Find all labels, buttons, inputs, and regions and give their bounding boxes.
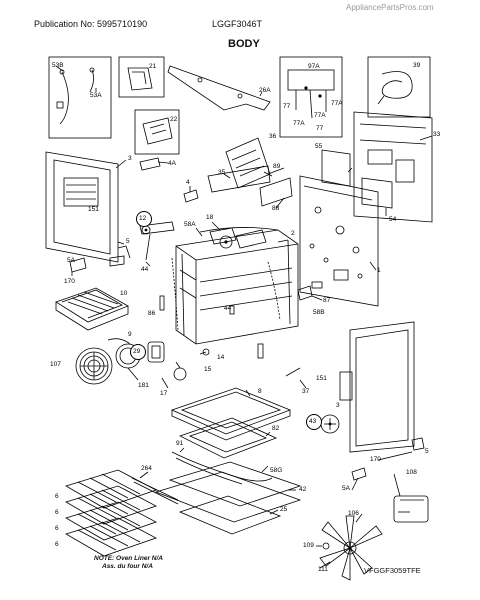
label-37: 37 [302, 388, 310, 395]
label-264: 264 [141, 465, 152, 472]
label-54: 54 [389, 216, 397, 223]
callout-circle-29 [130, 344, 146, 360]
label-42: 42 [299, 486, 307, 493]
label-8: 8 [258, 388, 262, 395]
label-6-rack-4: 6 [55, 541, 59, 548]
callout-circle-43 [306, 414, 322, 430]
label-4a: 4A [168, 160, 176, 167]
label-12: 12 [139, 215, 147, 222]
note-oven-liner: NOTE: Oven Liner N/A Ass. du four N/A [94, 555, 163, 571]
inset-box-97a [279, 56, 343, 138]
label-35: 35 [218, 169, 226, 176]
label-3-right-door: 3 [336, 402, 340, 409]
note-line-english: NOTE: Oven Liner N/A [94, 555, 163, 562]
label-77a-left: 77A [293, 120, 305, 127]
label-55: 55 [315, 143, 323, 150]
drawing-code: VFGGF3059TFE [364, 566, 421, 575]
label-77a-right: 77A [331, 100, 343, 107]
label-3-left-door: 3 [128, 155, 132, 162]
label-53b: 53B [52, 62, 64, 69]
label-151-left: 151 [88, 206, 99, 213]
label-97a: 97A [308, 63, 320, 70]
label-22: 22 [170, 116, 178, 123]
label-181: 181 [138, 382, 149, 389]
label-21: 21 [149, 63, 157, 70]
label-9: 9 [128, 331, 132, 338]
label-106: 106 [348, 510, 359, 517]
label-108: 108 [406, 469, 417, 476]
label-44-center: 44 [224, 305, 232, 312]
label-82: 82 [272, 425, 280, 432]
label-2: 2 [291, 230, 295, 237]
inset-box-21 [118, 56, 165, 98]
label-5a-right: 5A [342, 485, 350, 492]
label-36: 36 [269, 133, 277, 140]
label-43: 43 [309, 418, 317, 425]
label-6-rack-3: 6 [55, 525, 59, 532]
label-58b: 58B [313, 309, 325, 316]
label-26a: 26A [259, 87, 271, 94]
inset-box-39 [367, 56, 431, 118]
label-14: 14 [217, 354, 225, 361]
label-33: 33 [433, 131, 441, 138]
label-58g: 58G [270, 467, 283, 474]
publication-number: Publication No: 5995710190 [34, 19, 148, 29]
label-107: 107 [50, 361, 61, 368]
label-15: 15 [204, 366, 212, 373]
inset-box-wiring [48, 56, 112, 139]
label-87: 87 [323, 297, 331, 304]
label-6-rack-2: 6 [55, 509, 59, 516]
label-151-right: 151 [316, 375, 327, 382]
label-4: 4 [186, 179, 190, 186]
callout-circle-12 [136, 211, 152, 227]
label-88: 88 [272, 205, 280, 212]
label-5-upper: 5 [126, 238, 130, 245]
label-25: 25 [280, 506, 288, 513]
label-58a: 58A [184, 221, 196, 228]
label-77-left: 77 [283, 103, 291, 110]
label-1: 1 [377, 267, 381, 274]
label-17: 17 [160, 390, 168, 397]
label-44-left: 44 [141, 266, 149, 273]
section-title: BODY [228, 38, 260, 50]
label-6-rack-1: 6 [55, 493, 59, 500]
label-77a-mid: 77A [314, 112, 326, 119]
label-39: 39 [413, 62, 421, 69]
note-line-french: Ass. du four N/A [102, 563, 153, 570]
label-5-right: 5 [425, 448, 429, 455]
label-89: 89 [273, 163, 281, 170]
label-77-bottom: 77 [316, 125, 324, 132]
label-109: 109 [303, 542, 314, 549]
label-170-left: 170 [64, 278, 75, 285]
label-91: 91 [176, 440, 184, 447]
label-170-right: 170 [370, 456, 381, 463]
site-watermark: AppliancePartsPros.com [346, 3, 434, 12]
inset-box-22 [134, 109, 180, 155]
model-number: LGGF3046T [212, 19, 263, 29]
label-111: 111 [318, 566, 328, 573]
label-18: 18 [206, 214, 214, 221]
label-10: 10 [120, 290, 128, 297]
label-86: 86 [148, 310, 156, 317]
label-29: 29 [133, 348, 141, 355]
label-53a: 53A [90, 92, 102, 99]
label-5a-upper: 5A [67, 257, 75, 264]
